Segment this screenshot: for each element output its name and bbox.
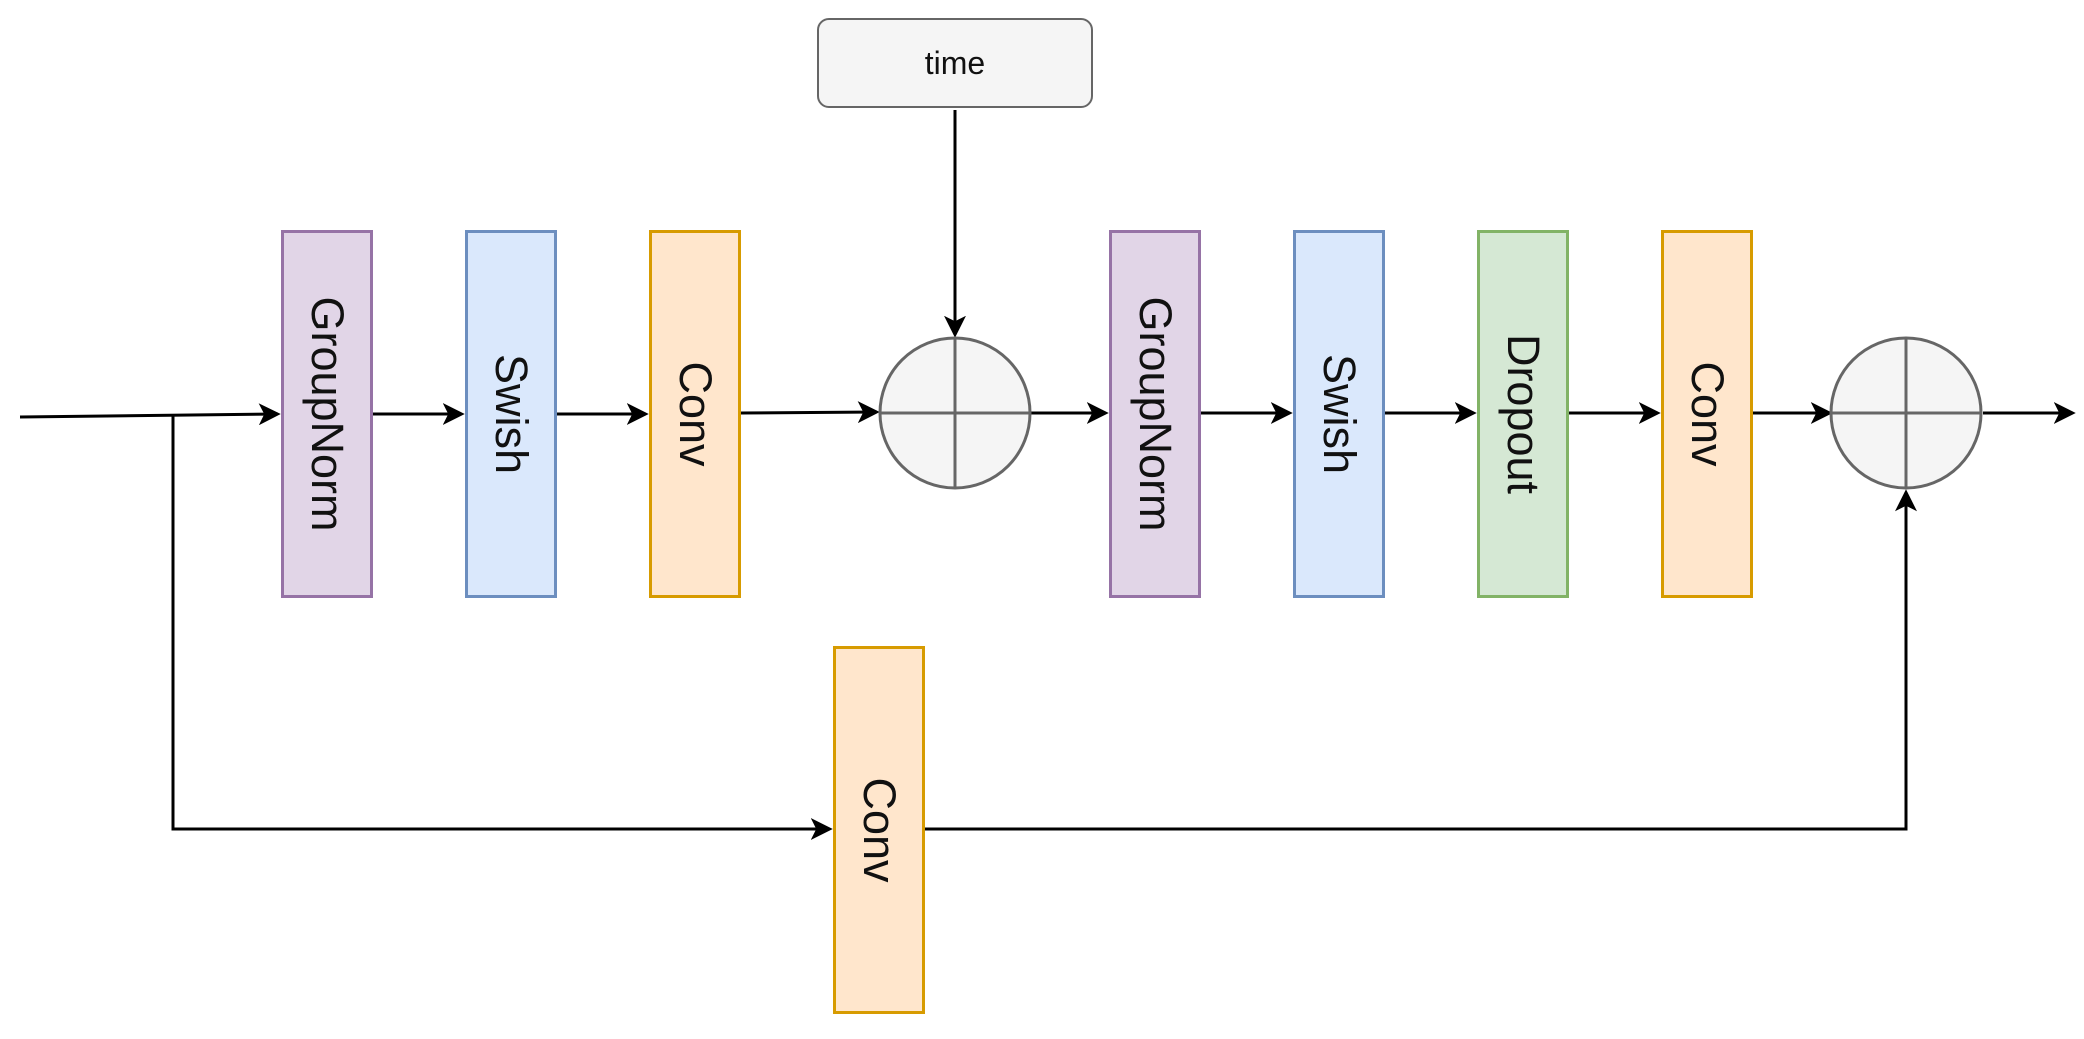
skip-conv-block: Conv	[833, 646, 925, 1014]
add-time-circle	[878, 336, 1032, 490]
block-label: Conv	[1682, 361, 1733, 467]
block-label: Swish	[1314, 353, 1365, 475]
dropout-block: Dropout	[1477, 230, 1569, 598]
block-label: GroupNorm	[1130, 296, 1181, 532]
time-node: time	[817, 18, 1093, 108]
conv-block: Conv	[649, 230, 741, 598]
swish-block: Swish	[465, 230, 557, 598]
input-arrow	[19, 403, 281, 426]
arrow-skip-conv-to-add-residual	[925, 489, 1917, 831]
time-label: time	[924, 44, 986, 81]
block-label: Conv	[854, 777, 905, 883]
groupnorm-block-2: GroupNorm	[1109, 230, 1201, 598]
block-label: Conv	[670, 361, 721, 467]
groupnorm-block: GroupNorm	[281, 230, 373, 598]
swish-block-2: Swish	[1293, 230, 1385, 598]
arrow-conv1-to-add-time	[740, 401, 880, 424]
add-residual-circle	[1829, 336, 1983, 490]
block-label: Dropout	[1498, 333, 1549, 495]
block-label: Swish	[486, 353, 537, 475]
conv-block-2: Conv	[1661, 230, 1753, 598]
arrow-input-to-skip-conv	[171, 416, 833, 840]
block-label: GroupNorm	[302, 296, 353, 532]
